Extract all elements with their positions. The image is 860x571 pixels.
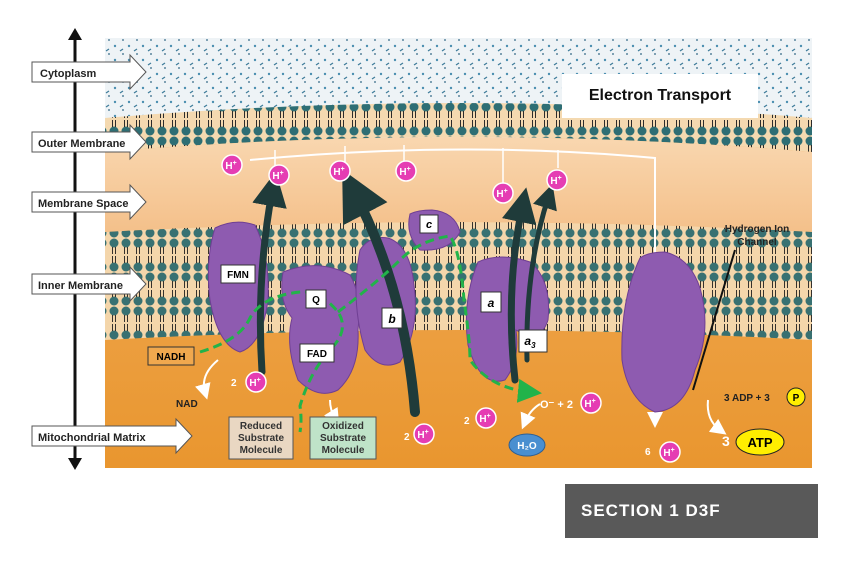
axis-arrow-down-icon [68,458,82,470]
nad-label: NAD [176,399,198,410]
six-h-count: 6 [645,447,651,458]
label-c: c [426,219,432,231]
layer-label-matrix: Mitochondrial Matrix [38,432,146,444]
layer-label-cytoplasm: Cytoplasm [40,68,96,80]
label-b: b [388,312,395,326]
water-label: H₂O [517,441,537,452]
two-h-count-1: 2 [231,378,237,389]
phosphate-label: P [793,393,800,404]
layer-label-inner-membrane: Inner Membrane [38,280,123,292]
reduced-line3: Molecule [240,445,283,456]
oxygen-label: O⁻ + 2 [540,399,573,411]
atp-label: ATP [747,435,772,450]
label-q: Q [312,295,320,306]
hion-channel-line2: Channel [737,237,777,248]
axis-arrow-up-icon [68,28,82,40]
label-a: a [488,296,495,310]
reduced-line1: Reduced [240,421,282,432]
two-h-count-3: 2 [404,432,410,443]
layer-label-membrane-space: Membrane Space [38,198,128,210]
hion-channel-line1: Hydrogen Ion [725,224,789,235]
adp-label: 3 ADP + 3 [724,393,770,404]
oxidized-line3: Molecule [322,445,365,456]
section-label: SECTION 1 D3F [565,484,818,538]
two-h-count-2: 2 [464,416,470,427]
nadh-label: NADH [157,352,186,363]
label-fad: FAD [307,349,327,360]
reduced-line2: Substrate [238,433,285,444]
membrane-space-region [105,137,812,232]
oxidized-line2: Substrate [320,433,367,444]
atp-count: 3 [722,433,730,449]
layer-label-outer-membrane: Outer Membrane [38,138,125,150]
diagram-title: Electron Transport [562,74,758,118]
label-fmn: FMN [227,270,249,281]
oxidized-line1: Oxidized [322,421,364,432]
